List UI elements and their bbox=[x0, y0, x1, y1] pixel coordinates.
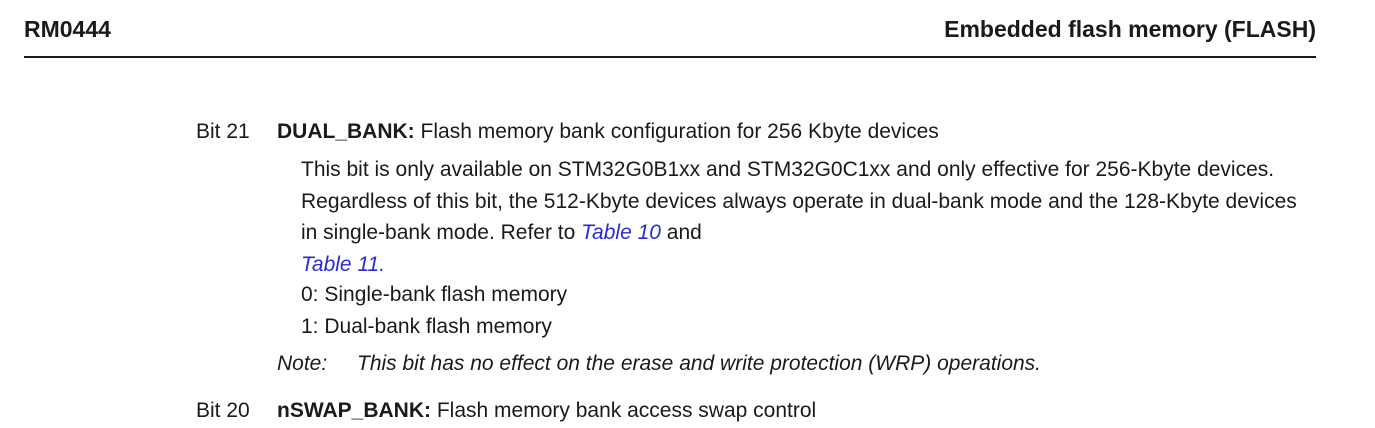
bit-20-heading: Bit 20 nSWAP_BANK: Flash memory bank acce… bbox=[196, 397, 816, 425]
table-10-link[interactable]: Table 10 bbox=[581, 221, 661, 244]
bit-21-desc-and: and bbox=[660, 221, 702, 244]
bit-21-desc-text: This bit is only available on STM32G0B1x… bbox=[301, 158, 1297, 244]
page-header: RM0444 Embedded flash memory (FLASH) bbox=[24, 14, 1316, 44]
note-text: This bit has no effect on the erase and … bbox=[357, 352, 1042, 375]
bit-21-name: DUAL_BANK: bbox=[277, 120, 415, 143]
table-11-link[interactable]: Table 11 bbox=[301, 252, 380, 276]
header-rule bbox=[24, 56, 1316, 58]
bit-21-label: Bit 21 bbox=[196, 120, 250, 143]
bit-20-summary: Flash memory bank access swap control bbox=[436, 399, 817, 422]
note-label: Note: bbox=[277, 352, 328, 375]
bit-20-label: Bit 20 bbox=[196, 399, 250, 422]
bit-21-value-0: 0: Single-bank flash memory bbox=[301, 283, 568, 306]
bit-21-description: This bit is only available on STM32G0B1x… bbox=[301, 154, 1311, 280]
bit-21-summary: Flash memory bank configuration for 256 … bbox=[420, 120, 939, 143]
bit-21-value-1: 1: Dual-bank flash memory bbox=[301, 315, 552, 338]
bit-21-heading: Bit 21 DUAL_BANK: Flash memory bank confi… bbox=[196, 118, 939, 146]
bit-21-desc-end: . bbox=[379, 252, 386, 276]
bit-21-note: Note: This bit has no effect on the erase… bbox=[277, 350, 1041, 378]
document-id: RM0444 bbox=[24, 16, 111, 42]
section-title: Embedded flash memory (FLASH) bbox=[944, 16, 1316, 42]
bit-20-name: nSWAP_BANK: bbox=[277, 399, 432, 422]
